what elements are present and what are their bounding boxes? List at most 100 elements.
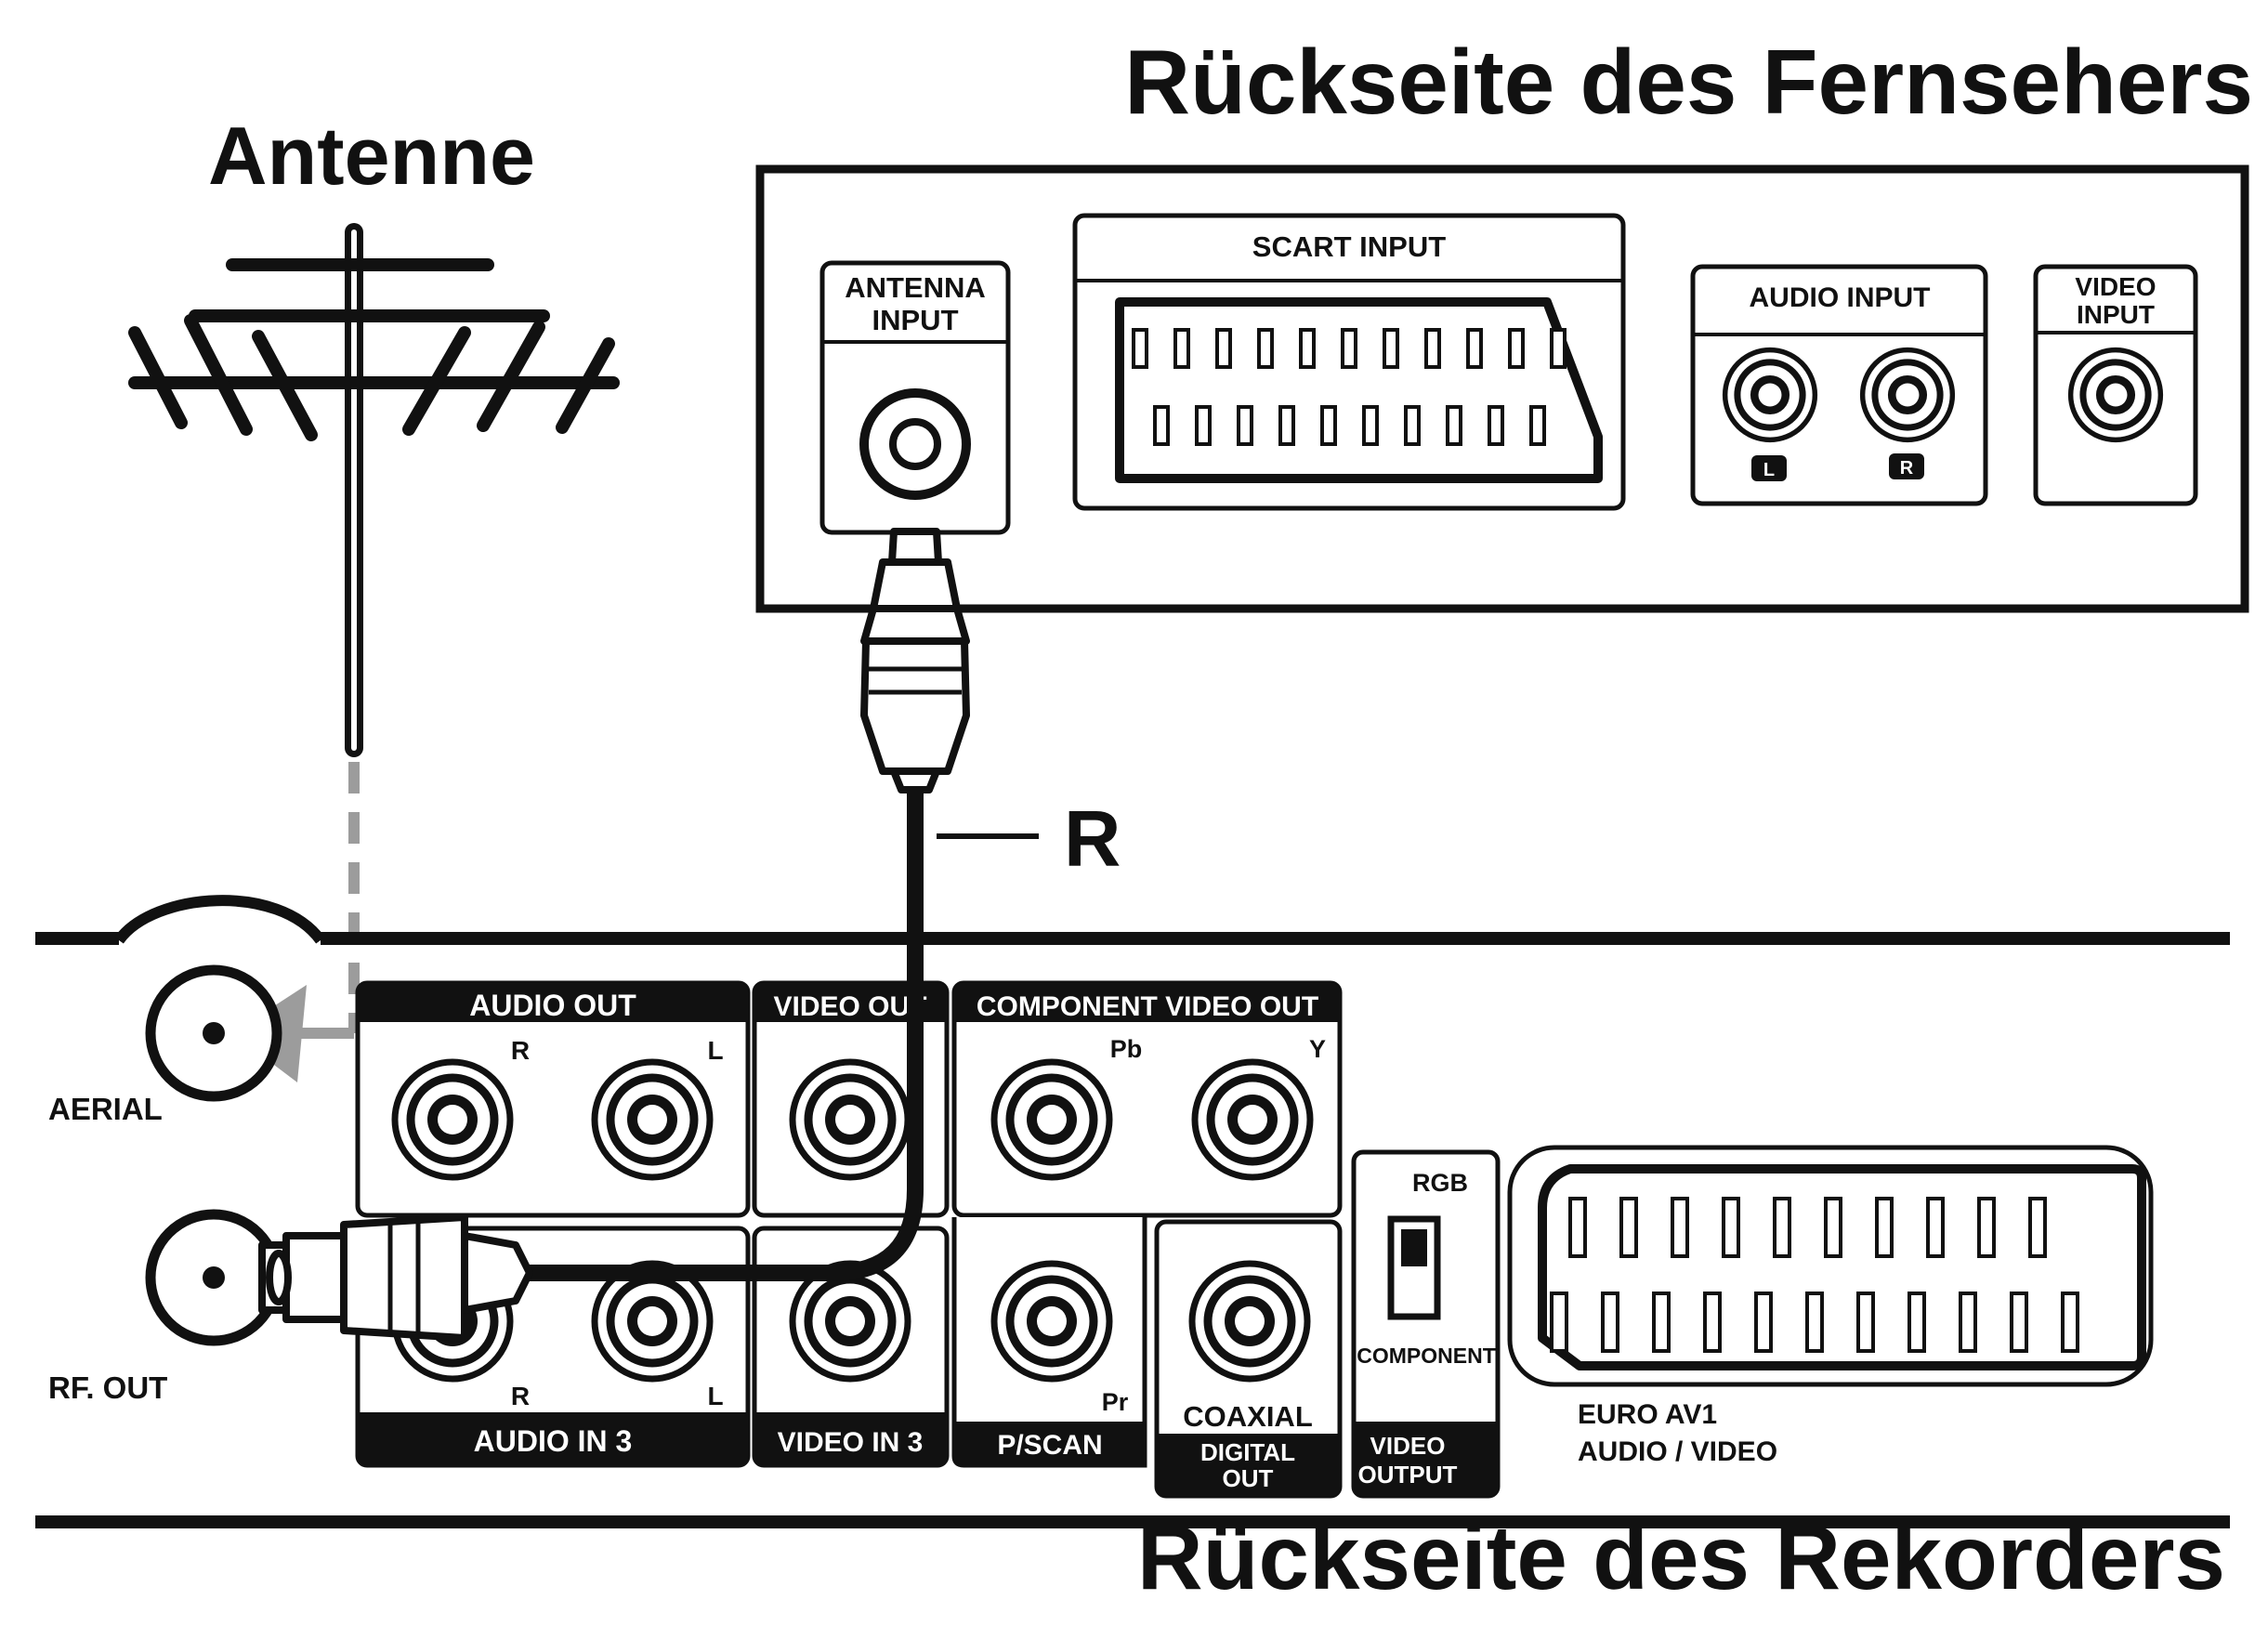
video-input-jack-icon xyxy=(2071,350,2161,440)
euro-av1-label-1: EURO AV1 xyxy=(1578,1399,1717,1430)
rgb-label: RGB xyxy=(1412,1169,1468,1197)
pscan-group: P/SCAN Pr xyxy=(951,1217,1147,1468)
audio-in-3-label: AUDIO IN 3 xyxy=(474,1424,633,1458)
coaxial-jack-icon xyxy=(1192,1264,1307,1379)
scart-pin xyxy=(2010,1292,2028,1353)
video-out-group: VIDEO OUT xyxy=(752,980,950,1218)
audio-input-label: AUDIO INPUT xyxy=(1750,282,1931,313)
antenna-icon xyxy=(128,223,620,757)
scart-pin xyxy=(1488,405,1504,446)
tv-antenna-plug-icon xyxy=(860,528,970,793)
component-switch-label: COMPONENT xyxy=(1357,1344,1496,1368)
scart-pin xyxy=(1529,405,1546,446)
scart-pin xyxy=(1320,405,1337,446)
digital-out-label-2: OUT xyxy=(1223,1464,1274,1492)
coaxial-label: COAXIAL xyxy=(1183,1400,1313,1433)
audio-out-r-jack-icon xyxy=(395,1062,510,1177)
tv-back-title: Rückseite des Fernsehers xyxy=(1124,31,2253,133)
scart-pin xyxy=(1550,1292,1568,1353)
rf-out-jack: RF. OUT xyxy=(48,1209,282,1405)
cable-r-label: R xyxy=(1064,795,1121,884)
scart-pin xyxy=(2028,1197,2047,1258)
tv-video-input: VIDEO INPUT xyxy=(2033,264,2198,506)
recorder-outline xyxy=(35,895,2230,1528)
tv-antenna-input: ANTENNA INPUT xyxy=(819,260,1011,535)
audio-input-right-label: R xyxy=(1900,458,1914,479)
scart-pin xyxy=(1383,328,1399,369)
scart-pin xyxy=(1601,1292,1619,1353)
scart-pin xyxy=(1446,405,1462,446)
video-output-slide-switch[interactable] xyxy=(1387,1215,1441,1320)
component-y-jack-icon xyxy=(1195,1062,1310,1177)
scart-pin xyxy=(1237,405,1253,446)
antenna-input-label-1: ANTENNA xyxy=(845,271,986,304)
scart-pin xyxy=(1619,1197,1638,1258)
video-out-label: VIDEO OUT xyxy=(773,991,926,1022)
scart-pin xyxy=(1508,328,1525,369)
scart-pin xyxy=(1856,1292,1875,1353)
audio-input-left-jack-icon xyxy=(1725,350,1816,440)
video-output-label-2: OUTPUT xyxy=(1358,1461,1458,1488)
video-input-label-1: VIDEO xyxy=(2075,272,2156,301)
scart-pin xyxy=(1977,1197,1996,1258)
antenna-input-label-2: INPUT xyxy=(872,304,959,336)
component-pb-label: Pb xyxy=(1110,1035,1143,1063)
euro-av1-group: EURO AV1 AUDIO / VIDEO xyxy=(1507,1145,2154,1467)
scart-pin xyxy=(1404,405,1421,446)
scart-pin xyxy=(1671,1197,1689,1258)
scart-pin xyxy=(1568,1197,1587,1258)
scart-pin xyxy=(1805,1292,1824,1353)
pscan-label: P/SCAN xyxy=(997,1430,1102,1461)
scart-pin xyxy=(1341,328,1357,369)
audio-input-left-label: L xyxy=(1763,460,1775,480)
scart-pin xyxy=(1424,328,1441,369)
video-in-3-label: VIDEO IN 3 xyxy=(778,1427,924,1458)
component-video-out-label: COMPONENT VIDEO OUT xyxy=(977,991,1318,1022)
scart-pin xyxy=(1959,1292,1977,1353)
scart-pin xyxy=(1773,1197,1791,1258)
video-output-label-1: VIDEO xyxy=(1370,1432,1446,1460)
scart-pin xyxy=(1703,1292,1722,1353)
aerial-jack: AERIAL xyxy=(48,964,282,1126)
component-video-out-group: COMPONENT VIDEO OUT Pb Y xyxy=(951,980,1343,1218)
scart-pin xyxy=(1824,1197,1842,1258)
rf-cable: R xyxy=(483,743,1121,1281)
audio-out-r-label: R xyxy=(511,1036,530,1065)
scart-pin xyxy=(1466,328,1483,369)
scart-connector-icon xyxy=(1115,297,1603,483)
scart-pin xyxy=(1215,328,1232,369)
scart-pin xyxy=(1132,328,1148,369)
digital-out-group: COAXIAL DIGITAL OUT xyxy=(1154,1219,1343,1499)
video-input-label-2: INPUT xyxy=(2077,300,2155,329)
component-pr-label: Pr xyxy=(1102,1388,1129,1416)
scart-pin xyxy=(1722,1197,1740,1258)
rf-out-plug-icon xyxy=(258,1213,533,1342)
rf-out-label: RF. OUT xyxy=(48,1370,167,1405)
audio-out-group: AUDIO OUT R L xyxy=(355,980,751,1218)
euro-av1-label-2: AUDIO / VIDEO xyxy=(1578,1436,1777,1467)
video-out-jack-icon xyxy=(793,1062,908,1177)
scart-pin xyxy=(1299,328,1316,369)
scart-pin xyxy=(1173,328,1190,369)
scart-pin xyxy=(1875,1197,1894,1258)
digital-out-label-1: DIGITAL xyxy=(1200,1438,1295,1466)
scart-pin xyxy=(1652,1292,1671,1353)
scart-input-label: SCART INPUT xyxy=(1252,230,1446,263)
scart-pin xyxy=(1362,405,1379,446)
scart-pin xyxy=(1195,405,1212,446)
audio-in-r-label: R xyxy=(511,1382,530,1410)
scart-pin xyxy=(1278,405,1295,446)
antenna-title: Antenne xyxy=(208,110,535,202)
aerial-label: AERIAL xyxy=(48,1092,163,1126)
audio-out-label: AUDIO OUT xyxy=(469,989,636,1022)
video-output-switch-group: RGB COMPONENT VIDEO OUTPUT xyxy=(1351,1149,1501,1499)
component-y-label: Y xyxy=(1309,1035,1326,1063)
audio-out-l-label: L xyxy=(707,1036,723,1065)
video-in-3-group: VIDEO IN 3 xyxy=(752,1226,950,1468)
scart-pin xyxy=(1754,1292,1773,1353)
component-pb-jack-icon xyxy=(994,1062,1109,1177)
scart-pin xyxy=(2061,1292,2079,1353)
scart-pin xyxy=(1257,328,1274,369)
